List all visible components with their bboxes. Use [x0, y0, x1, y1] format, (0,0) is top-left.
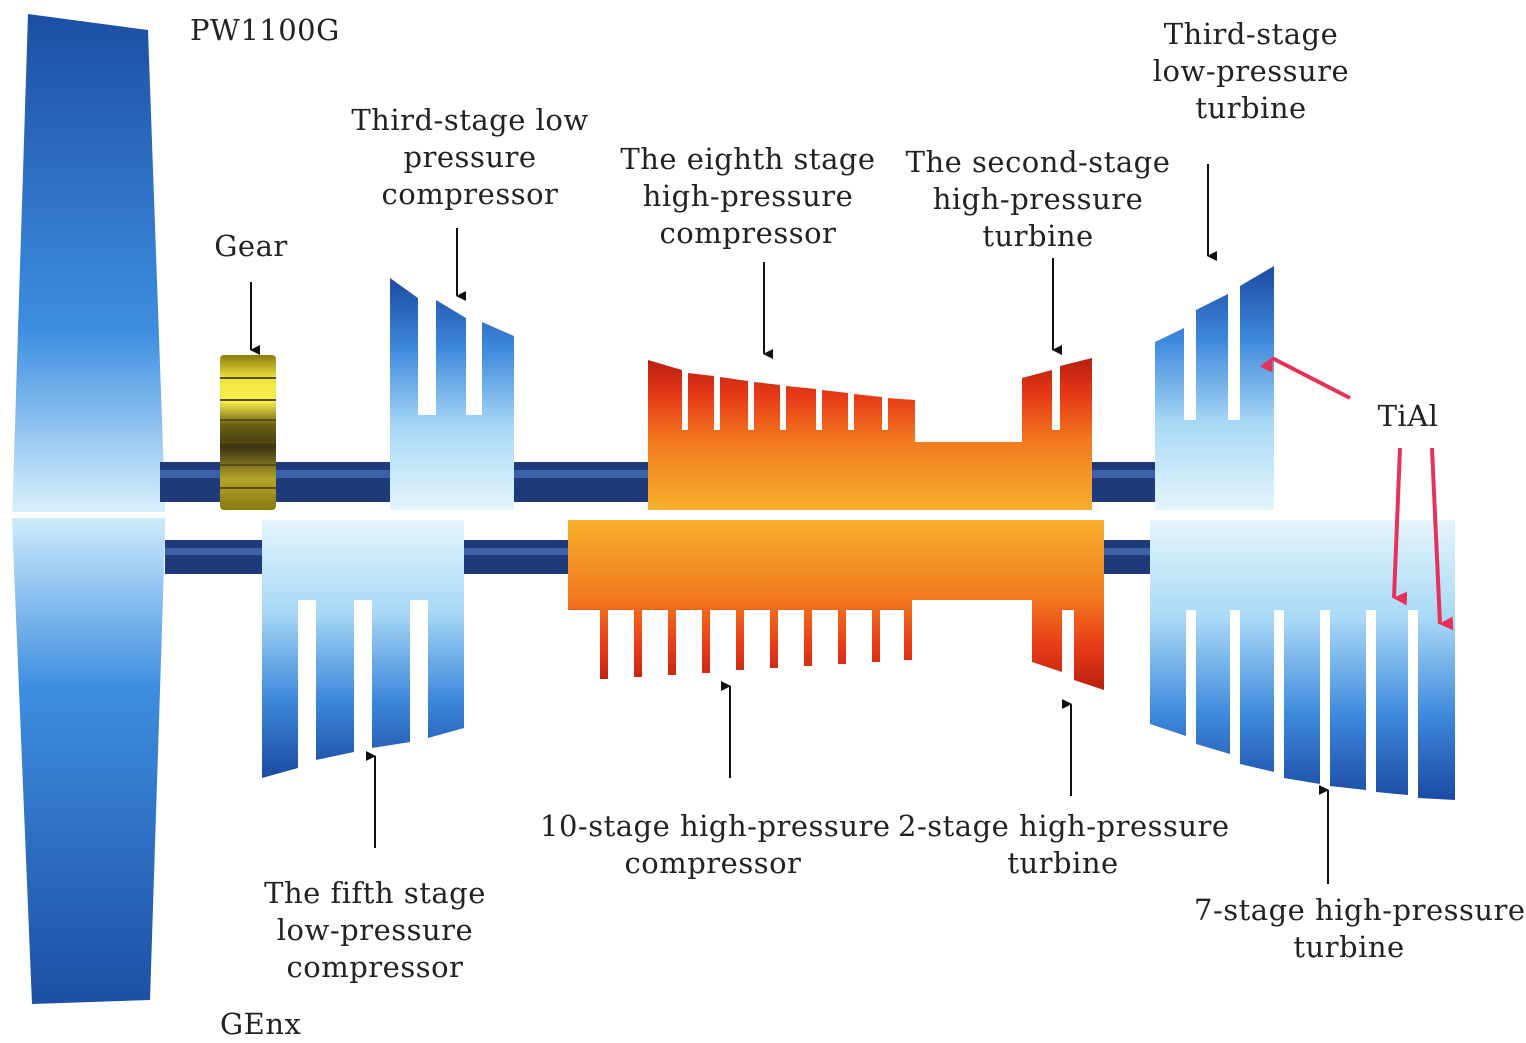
- bottom-lpc: [262, 520, 464, 778]
- top-hpc-hpt: [648, 358, 1092, 510]
- fan-blade: [12, 14, 165, 1004]
- bottom-lpt: [1150, 520, 1455, 800]
- lpt-top-label: Third-stage low-pressure turbine: [1152, 17, 1350, 125]
- gear-body: [220, 355, 276, 510]
- tial-label: TiAl: [1377, 399, 1439, 433]
- lpc-top-label: Third-stage low pressure compressor: [351, 103, 589, 211]
- hpc-top-label: The eighth stage high-pressure compresso…: [620, 142, 876, 250]
- bottom-hpc-hpt: [568, 520, 1104, 690]
- tial-arrow-left: [1392, 447, 1408, 606]
- lpt-bottom-label: 7-stage high-pressure turbine: [1194, 893, 1526, 964]
- lpc-bottom-label: The fifth stage low-pressure compressor: [264, 876, 486, 984]
- engine-label-bottom: GEnx: [220, 1007, 302, 1041]
- tial-arrow-top: [1259, 356, 1351, 400]
- hpt-bottom-label: 2-stage high-pressure turbine: [898, 809, 1230, 880]
- tial-arrows: [1259, 356, 1454, 631]
- gear-label: Gear: [214, 229, 288, 263]
- pointer-arrows: [250, 164, 1329, 884]
- gear-teeth: [220, 377, 276, 489]
- hpc-bottom-label: 10-stage high-pressure compressor: [540, 809, 891, 880]
- top-lpt: [1155, 266, 1274, 510]
- top-lpc: [390, 278, 514, 510]
- tial-arrow-right: [1430, 447, 1454, 631]
- hpt-top-label: The second-stage high-pressure turbine: [905, 145, 1171, 253]
- engine-label-top: PW1100G: [190, 13, 340, 47]
